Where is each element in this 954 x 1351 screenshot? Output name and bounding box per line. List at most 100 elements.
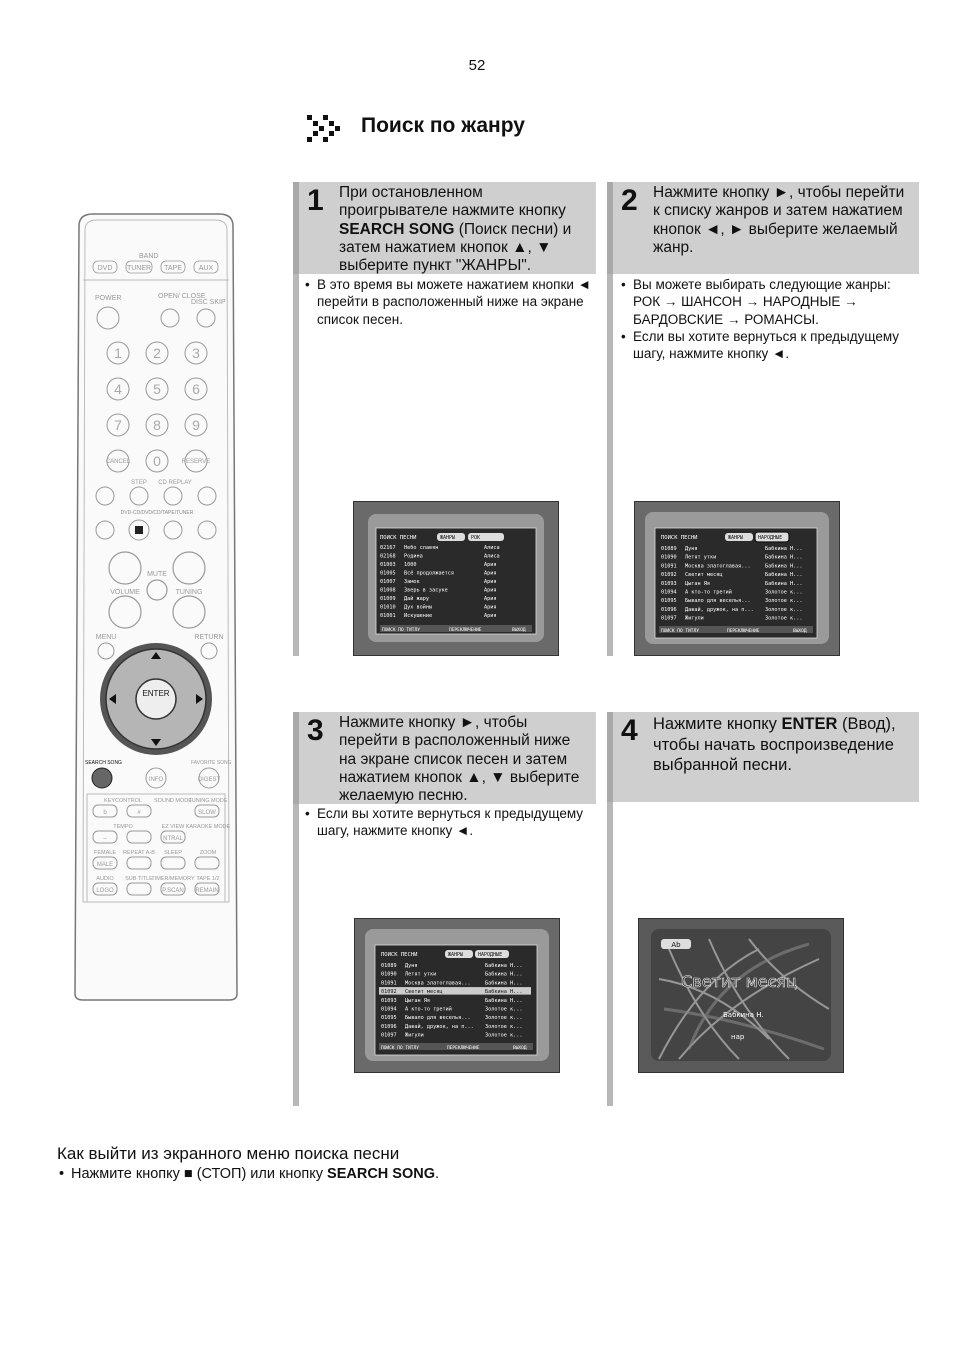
song-artist: Бабкина Н...: [485, 962, 522, 969]
sleep-label: SLEEP: [164, 850, 182, 856]
song-artist: Золотое к...: [485, 1007, 522, 1013]
screen-title: ПОИСК ПЕСНИ: [381, 952, 417, 958]
audio-label: AUDIO: [96, 876, 114, 882]
screen-song-genre: нар: [731, 1033, 745, 1041]
song-code: 01001: [380, 613, 396, 619]
step-label: STEP: [131, 480, 147, 486]
song-title: Дуня: [405, 963, 418, 969]
note-item: В это время вы можете нажатием кнопки ◄ …: [303, 276, 599, 328]
song-code: 01095: [381, 1015, 397, 1021]
repeat-label: REPEAT A-B: [123, 850, 155, 856]
song-code: 01095: [661, 598, 677, 604]
screen-genre: РОК: [471, 535, 480, 541]
screen-footer-c: ВЫХОД: [512, 627, 526, 633]
song-artist: Золотое к...: [765, 590, 802, 596]
screen-badge: Ab: [671, 941, 681, 949]
song-title: А кто-то третий: [685, 590, 732, 596]
song-code: 01003: [380, 562, 396, 568]
song-code: 01007: [380, 579, 396, 585]
song-artist: Бабкина Н...: [485, 988, 522, 995]
song-code: 01010: [380, 605, 396, 611]
song-code: 01090: [381, 972, 397, 978]
screen-footer-c: ВЫХОД: [513, 1045, 527, 1051]
screen-genre: НАРОДНЫЕ: [478, 952, 502, 958]
tempo-label: TEMPO: [113, 824, 133, 830]
song-title: Светит месяц: [685, 572, 722, 578]
selected-row-highlight: [379, 987, 531, 995]
tape12-label: TAPE 1/2: [196, 876, 219, 882]
screen-footer-c: ВЫХОД: [793, 628, 807, 634]
song-code: 02168: [380, 554, 396, 560]
sharp-label: #: [137, 810, 141, 816]
song-artist: Ария: [484, 605, 497, 611]
digest-label: DIGEST: [198, 777, 221, 783]
tv-screen-step-4: Ab Светит месяц Бабкина Н. нар: [638, 918, 844, 1073]
song-title: Москва златоглавая...: [405, 980, 471, 986]
song-code: 01008: [380, 588, 396, 594]
digit-4: 4: [114, 381, 122, 397]
screen-song-title: Светит месяц: [681, 972, 797, 991]
song-artist: Бабкина Н...: [765, 562, 802, 569]
song-artist: Золотое к...: [485, 1015, 522, 1021]
tuning-mode-label: TUNING MODE: [188, 798, 227, 804]
digit-5: 5: [153, 381, 161, 397]
song-code: 01094: [661, 590, 677, 596]
song-title: Летят утки: [405, 972, 436, 978]
screen-tab-genres: ЖАНРЫ: [448, 952, 463, 958]
song-title: Всё продолжается: [404, 571, 454, 577]
song-artist: Ария: [484, 613, 497, 619]
column-bar: [293, 182, 299, 656]
song-title: Замок: [404, 579, 420, 585]
song-code: 01093: [381, 998, 397, 1004]
cancel-label: CANCEL: [106, 459, 131, 465]
column-bar: [293, 712, 299, 1106]
screen-tab-genres: ЖАНРЫ: [728, 535, 743, 541]
screen-footer-a: ПОИСК ПО ТИТЛУ: [661, 628, 699, 634]
enter-label: ENTER: [142, 689, 169, 698]
cd-replay-label: CD REPLAY: [158, 480, 192, 486]
song-code: 01005: [380, 571, 396, 577]
screen-footer-a: ПОИСК ПО ТИТЛУ: [382, 627, 420, 633]
natural-label: NTRAL: [163, 836, 183, 842]
note-item: Если вы хотите вернуться к предыдущему ш…: [619, 328, 915, 363]
logo-label: LOGO: [96, 888, 114, 894]
mute-label: MUTE: [147, 571, 167, 578]
zoom-label: ZOOM: [200, 850, 217, 856]
step-number: 3: [307, 714, 324, 747]
karaoke-label: KARAOKE MODE: [186, 824, 231, 830]
song-code: 01089: [661, 546, 677, 552]
screen-artist: Бабкина Н.: [723, 1011, 764, 1019]
song-artist: Алиса: [484, 545, 500, 551]
song-title: Москва златоглавая...: [685, 563, 751, 569]
exit-bullet: Нажмите кнопку ■ (СТОП) или кнопку SEARC…: [57, 1166, 439, 1182]
return-label: RETURN: [194, 634, 223, 641]
digit-2: 2: [153, 345, 161, 361]
reserve-label: RESERVE: [182, 459, 211, 465]
song-title: Дай жару: [404, 596, 429, 602]
song-title: Давай, дружок, на п...: [685, 607, 754, 613]
song-artist: Золотое к...: [765, 607, 802, 613]
song-title: Цыган Яя: [405, 998, 430, 1004]
keycontrol-label: KEYCONTROL: [104, 798, 142, 804]
subtitle-label: SUB TITLE: [125, 876, 153, 882]
timer-memory-label: TIMER/MEMORY: [151, 876, 195, 882]
tempo-minus-label: –: [103, 836, 107, 842]
search-song-label: SEARCH SONG: [85, 760, 122, 766]
song-artist: Бабкина Н...: [765, 545, 802, 552]
song-artist: Бабкина Н...: [765, 580, 802, 587]
song-code: 01091: [381, 980, 397, 986]
sound-mode-label: SOUND MODE: [154, 798, 192, 804]
step-2-notes: Вы можете выбирать следующие жанры: РОК …: [619, 276, 915, 362]
song-title: Родина: [404, 554, 423, 560]
digit-9: 9: [192, 417, 200, 433]
song-code: 01009: [380, 596, 396, 602]
step-1-header: 1 При остановленном проигрывателе нажмит…: [293, 182, 596, 274]
song-artist: Золотое к...: [485, 1033, 522, 1039]
song-code: 01091: [661, 563, 677, 569]
song-title: Бывало для веселья...: [685, 598, 751, 604]
song-code: 01093: [661, 581, 677, 587]
power-label: POWER: [95, 295, 121, 302]
mode-tuner: TUNER: [127, 265, 151, 272]
step-1-notes: В это время вы можете нажатием кнопки ◄ …: [303, 276, 599, 328]
song-code: 01096: [381, 1024, 397, 1030]
